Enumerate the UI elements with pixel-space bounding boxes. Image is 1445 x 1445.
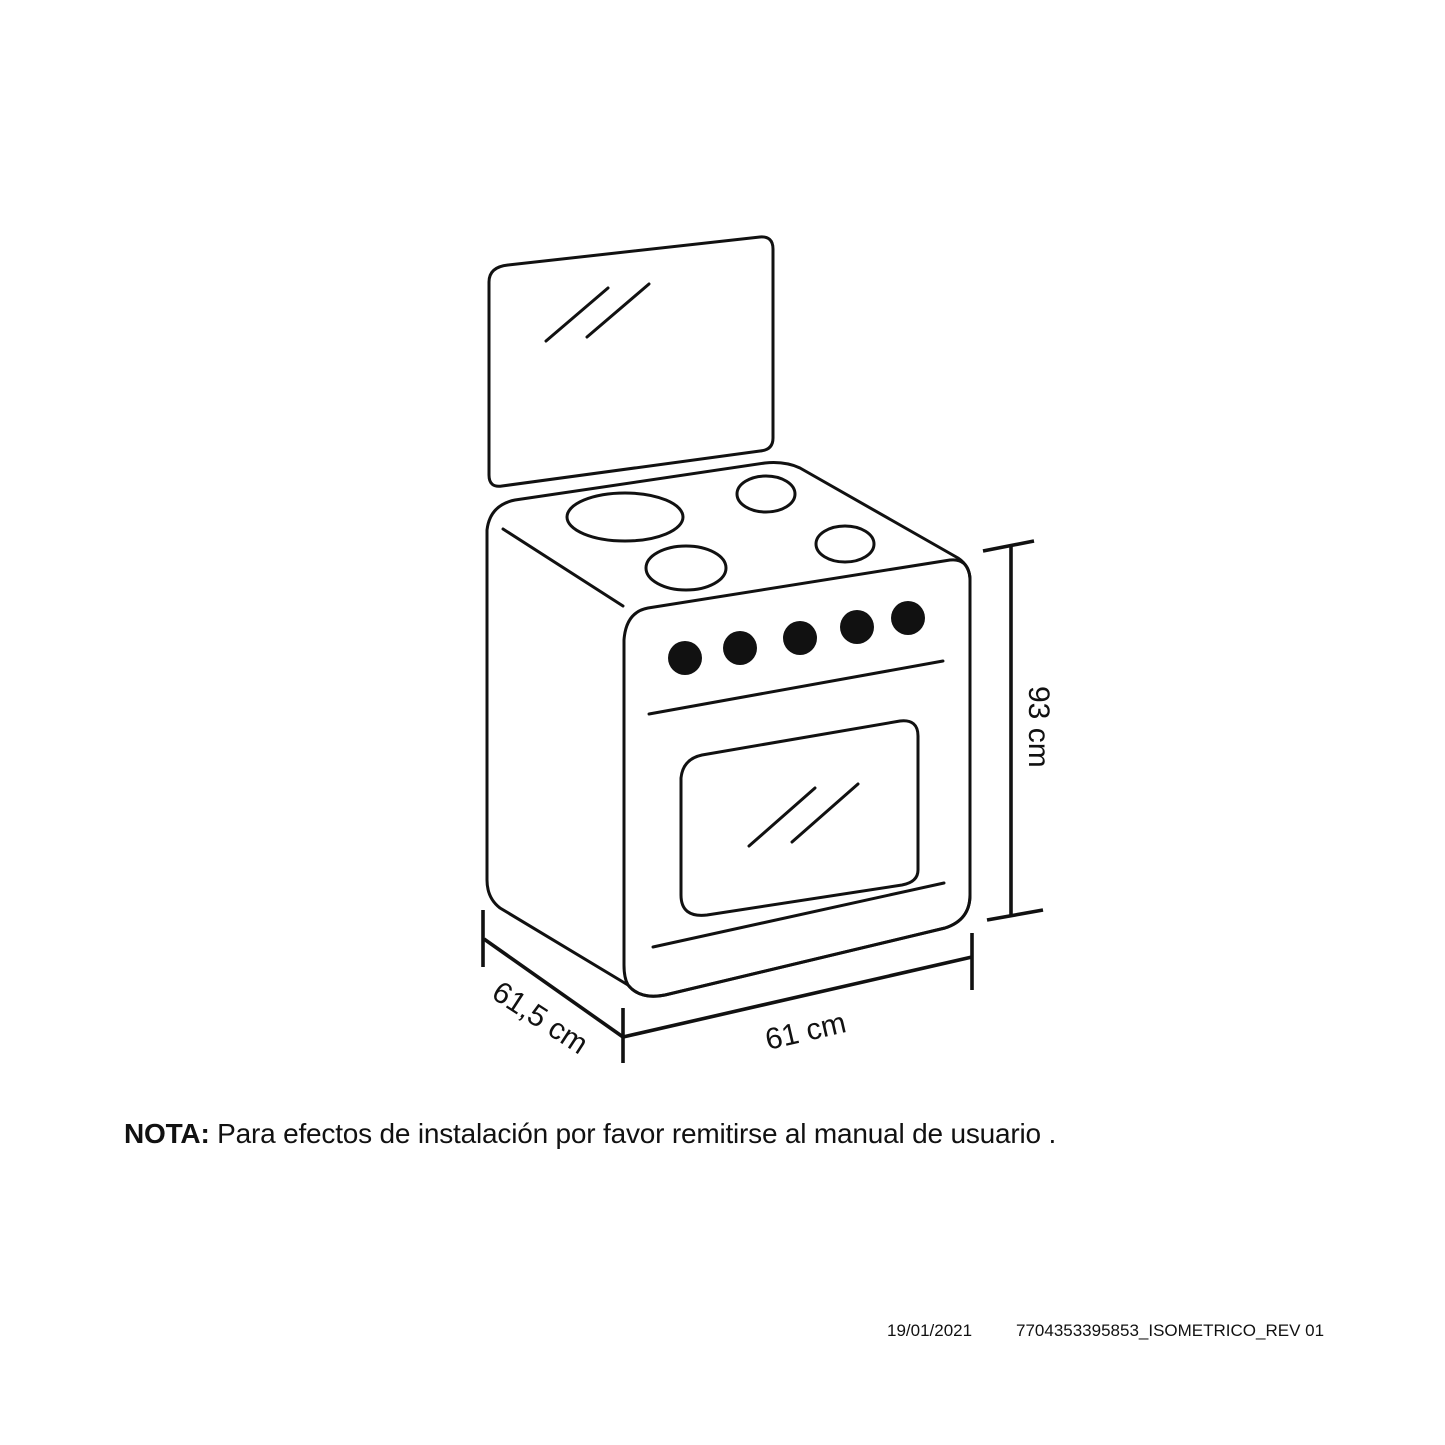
width-dimension: 61 cm	[621, 933, 974, 1063]
glass-lid	[487, 235, 775, 488]
height-label: 93 cm	[1022, 686, 1055, 768]
note-text: Para efectos de instalación por favor re…	[209, 1118, 1057, 1149]
burner-large	[565, 491, 685, 543]
knob-icon	[840, 610, 874, 644]
knob-icon	[723, 631, 757, 665]
width-label: 61 cm	[762, 1006, 849, 1057]
installation-note: NOTA: Para efectos de instalación por fa…	[124, 1118, 1056, 1150]
note-label: NOTA:	[124, 1118, 210, 1149]
knob-icon	[783, 621, 817, 655]
depth-dimension: 61,5 cm	[481, 910, 625, 1061]
knob-icon	[891, 601, 925, 635]
glass-reflection-icon	[544, 286, 610, 343]
depth-label: 61,5 cm	[486, 975, 593, 1061]
stove-body	[485, 461, 972, 998]
burner-back-right	[735, 474, 797, 514]
footer-date: 19/01/2021	[887, 1321, 973, 1340]
height-dimension: 93 cm	[982, 539, 1055, 922]
burner-right	[814, 524, 876, 564]
burner-front	[644, 544, 728, 592]
oven-window	[679, 719, 920, 917]
burners	[565, 474, 876, 592]
footer-document-code: 7704353395853_ISOMETRICO_REV 01	[1016, 1321, 1325, 1340]
control-knobs	[668, 601, 925, 675]
knob-icon	[668, 641, 702, 675]
